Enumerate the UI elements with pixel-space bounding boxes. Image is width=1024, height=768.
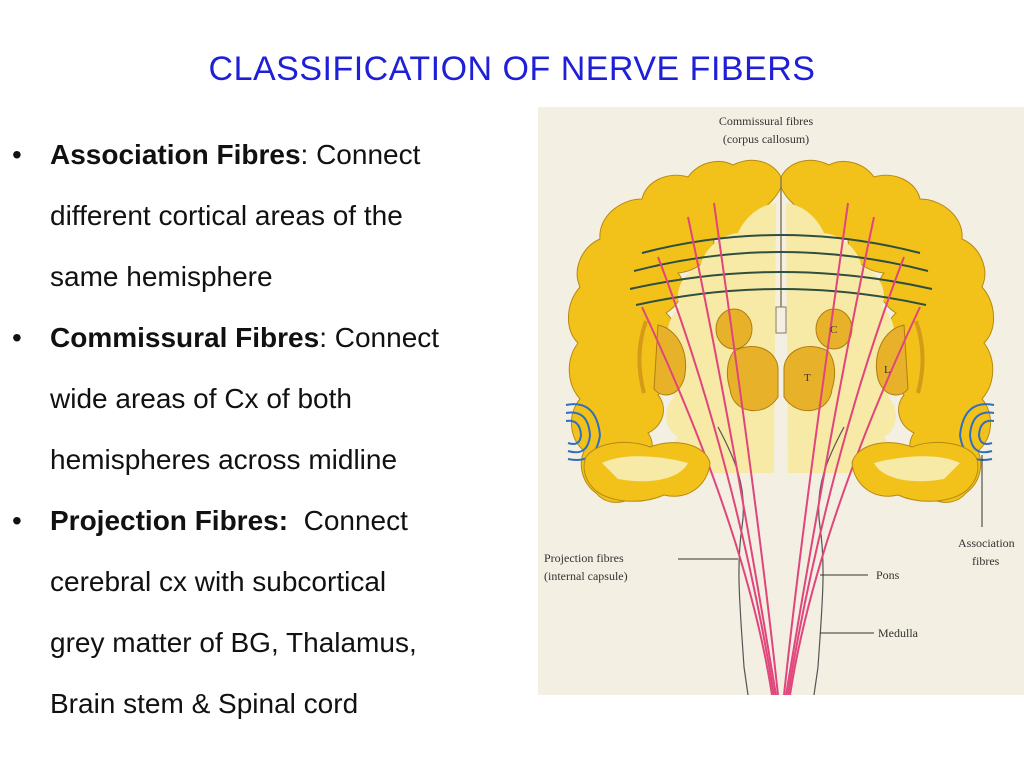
bullet-text: cerebral cx with subcortical xyxy=(50,551,540,612)
bullet-text: Connect xyxy=(288,505,408,536)
bullet-separator: : xyxy=(319,322,327,353)
bullet-text: same hemisphere xyxy=(50,246,540,307)
bullet-text: grey matter of BG, Thalamus, xyxy=(50,612,540,673)
lentiform-letter: L xyxy=(884,364,891,376)
commissural-label-1: Commissural fibres xyxy=(719,114,814,128)
bullet-term: Association Fibres xyxy=(50,139,301,170)
bullet-dot: • xyxy=(12,307,22,368)
thalamus-letter: T xyxy=(804,372,811,384)
pons-label: Pons xyxy=(876,568,900,582)
medulla-label: Medulla xyxy=(878,626,919,640)
bullet-term: Projection Fibres: xyxy=(50,505,288,536)
bullet-text: Brain stem & Spinal cord xyxy=(50,673,540,734)
caudate-letter: C xyxy=(830,324,837,336)
bullet-list: • Association Fibres: Connect different … xyxy=(10,124,540,734)
bullet-commissural: • Commissural Fibres: Connect wide areas… xyxy=(10,307,540,490)
bullet-text: hemispheres across midline xyxy=(50,429,540,490)
association-label-2: fibres xyxy=(972,554,1000,568)
bullet-text: wide areas of Cx of both xyxy=(50,368,540,429)
slide-title: CLASSIFICATION OF NERVE FIBERS xyxy=(0,50,1024,89)
commissural-label-2: (corpus callosum) xyxy=(723,132,809,146)
bullet-dot: • xyxy=(12,124,22,185)
projection-label-1: Projection fibres xyxy=(544,551,624,565)
bullet-text: different cortical areas of the xyxy=(50,185,540,246)
brain-coronal-section-figure: Commissural fibres (corpus callosum) Pro… xyxy=(538,107,1024,695)
bullet-term: Commissural Fibres xyxy=(50,322,319,353)
bullet-association: • Association Fibres: Connect different … xyxy=(10,124,540,307)
projection-label-2: (internal capsule) xyxy=(544,569,628,583)
septum xyxy=(776,307,786,333)
bullet-dot: • xyxy=(12,490,22,551)
bullet-text: Connect xyxy=(327,322,439,353)
association-label-1: Association xyxy=(958,536,1015,550)
bullet-projection: • Projection Fibres: Connect cerebral cx… xyxy=(10,490,540,734)
bullet-text: Connect xyxy=(308,139,420,170)
